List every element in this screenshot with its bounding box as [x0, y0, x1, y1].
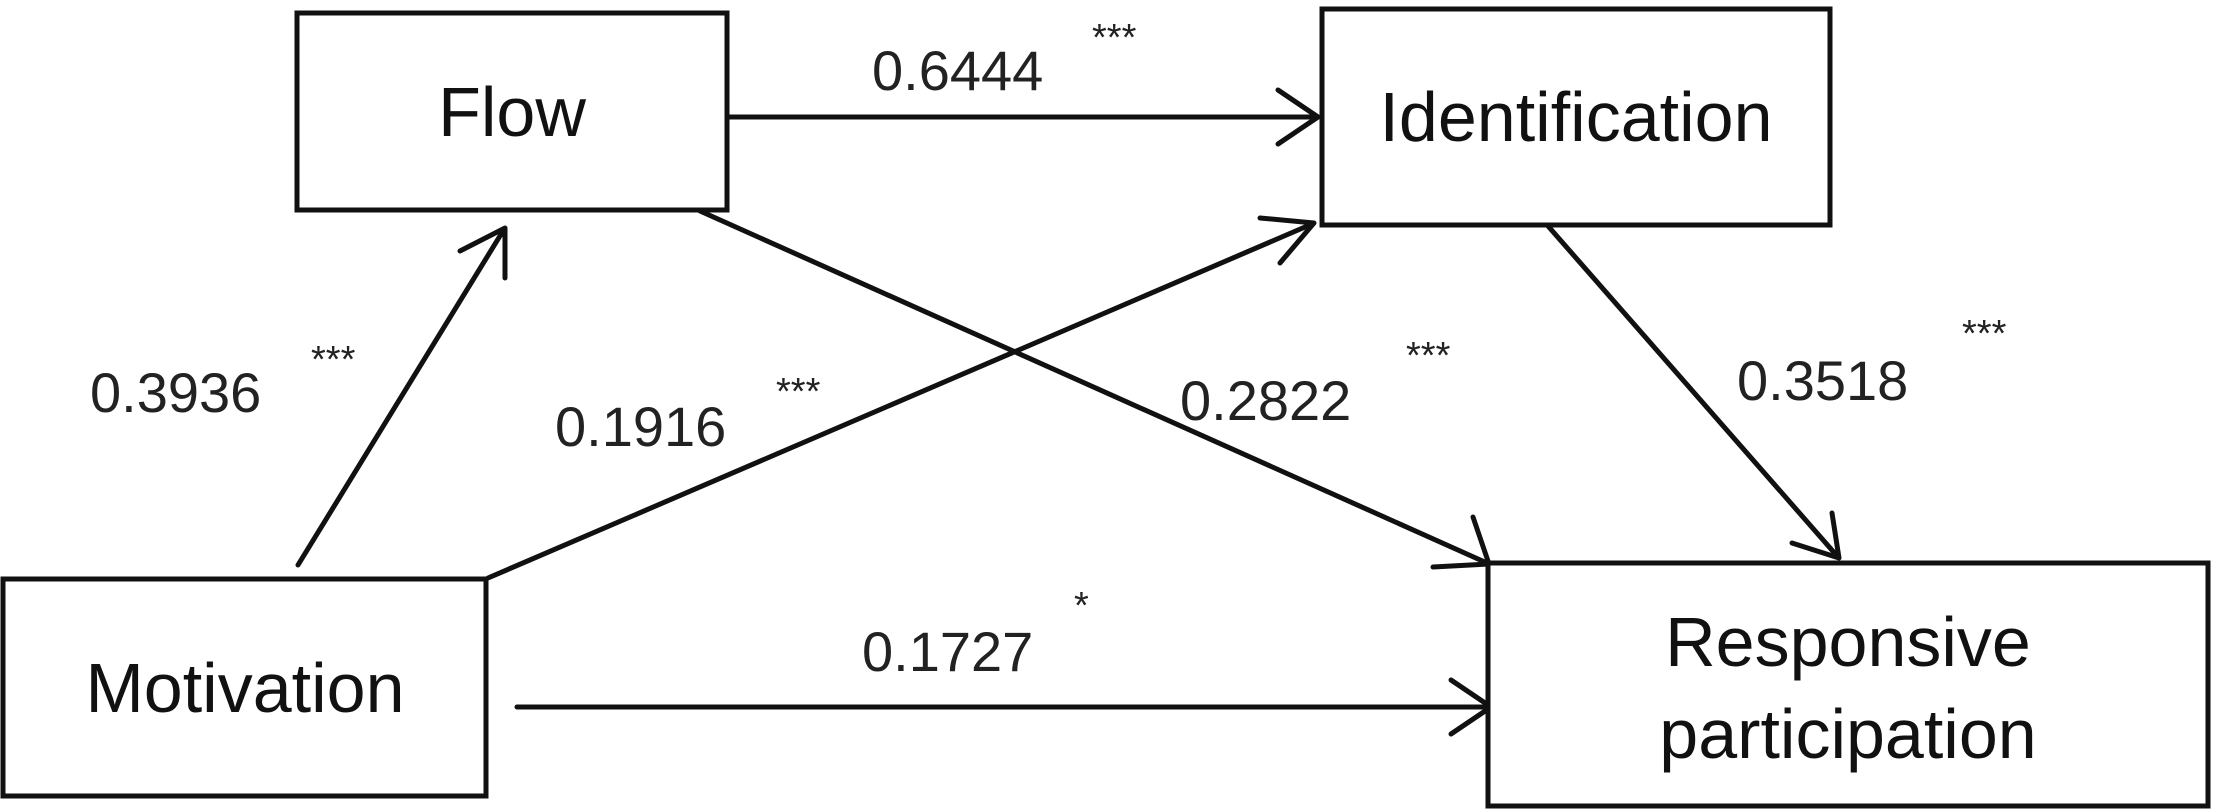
sig-motivation-identification: ***	[776, 371, 821, 413]
edge-flow-identification	[725, 87, 1321, 147]
coef-identification-responsive: 0.3518	[1737, 349, 1908, 412]
node-identification-label: Identification	[1379, 78, 1772, 156]
coef-flow-identification: 0.6444	[872, 39, 1043, 102]
coef-motivation-identification: 0.1916	[555, 395, 726, 458]
sig-flow-responsive: ***	[1406, 335, 1451, 377]
node-flow: Flow	[294, 10, 730, 213]
arrowhead-icon	[1789, 510, 1842, 561]
node-motivation-label: Motivation	[85, 649, 404, 727]
sig-identification-responsive: ***	[1962, 313, 2007, 355]
sig-flow-identification: ***	[1092, 17, 1137, 59]
node-responsive-label-line2: participation	[1659, 695, 2036, 773]
coef-flow-responsive: 0.2822	[1180, 369, 1351, 432]
sig-motivation-flow: ***	[311, 339, 356, 381]
node-flow-label: Flow	[438, 73, 586, 151]
arrowhead-icon	[1275, 87, 1321, 147]
node-motivation: Motivation	[0, 576, 489, 799]
node-responsive-label-line1: Responsive	[1665, 603, 2031, 681]
edge-motivation-identification	[485, 215, 1317, 581]
edge-motivation-flow	[295, 225, 508, 568]
sig-motivation-responsive: *	[1074, 585, 1089, 627]
edge-motivation-responsive	[514, 677, 1494, 737]
node-identification: Identification	[1319, 6, 1833, 228]
coef-motivation-flow: 0.3936	[90, 361, 261, 424]
node-responsive-participation: Responsive participation	[1485, 560, 2211, 809]
arrowhead-icon	[1257, 215, 1317, 266]
coef-motivation-responsive: 0.1727	[862, 620, 1033, 683]
arrowhead-icon	[457, 225, 508, 281]
edge-identification-responsive	[1545, 223, 1842, 561]
